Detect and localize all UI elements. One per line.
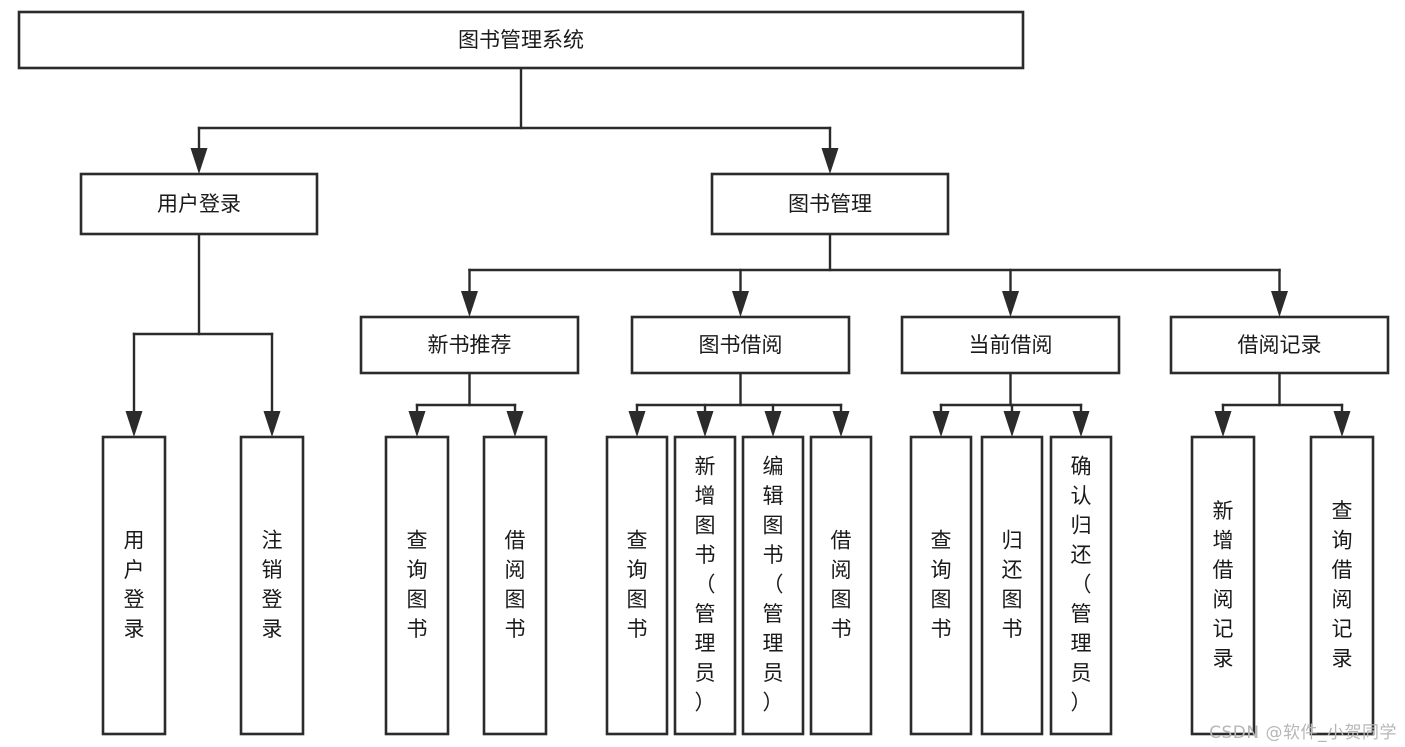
node-layer: 图书管理系统用户登录图书管理新书推荐图书借阅当前借阅借阅记录用户登录注销登录查询…: [17, 10, 1390, 736]
node-label: 新书推荐: [428, 333, 512, 357]
node-label: 查询图书: [931, 528, 952, 641]
connector-layer: [125, 66, 1351, 437]
node-label: 注销登录: [262, 528, 283, 641]
node-leaf-add-book-admin[interactable]: 新增图书（管理员）: [673, 435, 737, 736]
node-label: 当前借阅: [969, 333, 1053, 357]
node-leaf-confirm-return-admin[interactable]: 确认归还（管理员）: [1049, 435, 1113, 736]
node-leaf-edit-book-admin[interactable]: 编辑图书（管理员）: [741, 435, 805, 736]
node-label: 用户登录: [124, 528, 145, 641]
node-user-login[interactable]: 用户登录: [79, 172, 319, 236]
node-leaf-query-book-2[interactable]: 查询图书: [605, 435, 669, 736]
node-borrow-record[interactable]: 借阅记录: [1169, 315, 1390, 375]
edge-group-borrow-record: [1214, 371, 1351, 437]
node-label: 借阅图书: [505, 528, 526, 641]
node-root[interactable]: 图书管理系统: [17, 10, 1025, 70]
node-label: 图书管理: [788, 192, 872, 216]
node-leaf-user-login[interactable]: 用户登录: [101, 435, 167, 736]
node-leaf-query-borrow-record[interactable]: 查询借阅记录: [1309, 435, 1375, 736]
node-label: 编辑图书（管理员）: [763, 455, 784, 715]
edge-group-root: [190, 66, 839, 174]
node-leaf-return-book[interactable]: 归还图书: [980, 435, 1044, 736]
edge-group-user-login: [125, 232, 281, 437]
node-label: 归还图书: [1002, 528, 1023, 641]
node-leaf-query-book-3[interactable]: 查询图书: [909, 435, 973, 736]
edge-group-new-book-recommend: [408, 371, 524, 437]
node-book-borrow[interactable]: 图书借阅: [630, 315, 851, 375]
node-label: 借阅图书: [831, 528, 852, 641]
node-label: 查询借阅记录: [1332, 499, 1353, 671]
node-current-borrow[interactable]: 当前借阅: [900, 315, 1121, 375]
csdn-watermark: CSDN @软件_小贺同学: [1209, 723, 1397, 743]
edge-group-book-manage: [461, 232, 1288, 317]
node-label: 查询图书: [627, 528, 648, 641]
node-label: 新增图书（管理员）: [695, 455, 716, 715]
edge-group-book-borrow: [628, 371, 850, 437]
node-book-manage[interactable]: 图书管理: [710, 172, 950, 236]
node-label: 确认归还（管理员）: [1071, 455, 1092, 715]
node-leaf-borrow-book-1[interactable]: 借阅图书: [482, 435, 548, 736]
node-new-book-recommend[interactable]: 新书推荐: [359, 315, 580, 375]
node-label: 图书借阅: [699, 333, 783, 357]
node-leaf-borrow-book-2[interactable]: 借阅图书: [809, 435, 873, 736]
node-label: 借阅记录: [1238, 333, 1322, 357]
node-label: 查询图书: [407, 528, 428, 641]
node-label: 图书管理系统: [458, 28, 584, 52]
edge-group-current-borrow: [932, 371, 1090, 437]
node-leaf-query-book-1[interactable]: 查询图书: [384, 435, 450, 736]
node-leaf-add-borrow-record[interactable]: 新增借阅记录: [1190, 435, 1256, 736]
node-label: 新增借阅记录: [1213, 499, 1234, 671]
node-label: 用户登录: [157, 192, 241, 216]
node-leaf-logout-login[interactable]: 注销登录: [239, 435, 305, 736]
